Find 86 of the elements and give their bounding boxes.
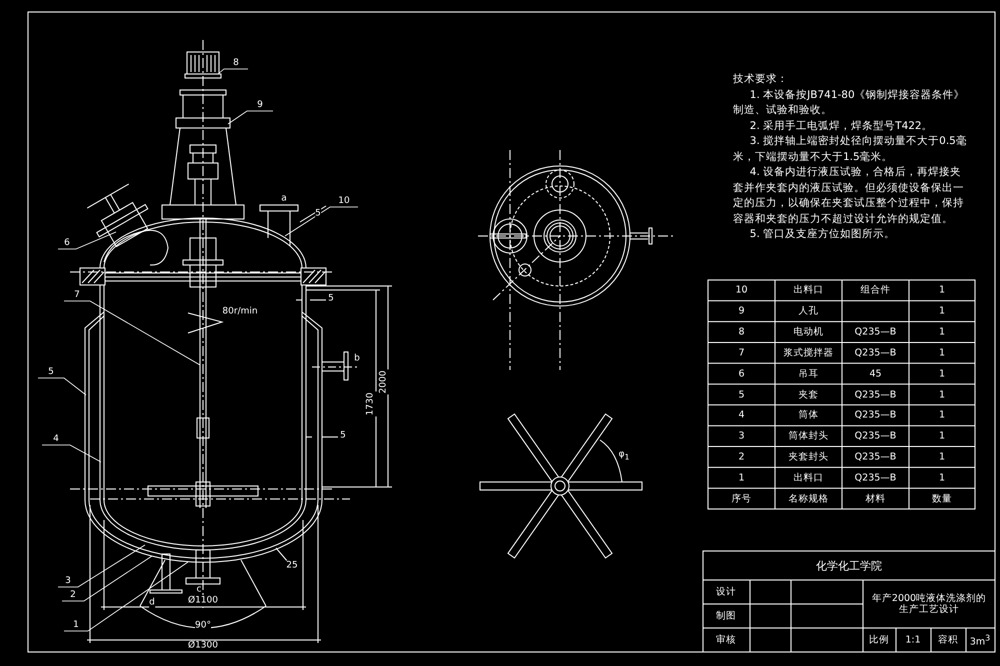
callout-number: 6 (58, 237, 76, 249)
requirement-text: 5. 管口及支座方位如图所示。 (748, 227, 896, 242)
dimension-text: 1730 (366, 392, 376, 416)
field-label: 制图 (716, 610, 736, 622)
material-text: Q235—B (854, 326, 896, 338)
part-name: 出料口 (794, 472, 824, 484)
leader-line (218, 68, 248, 74)
leader-line (228, 110, 274, 124)
speed-text: 80r/min (222, 306, 258, 318)
section-heading: 技术要求： (733, 72, 789, 87)
material-text: Q235—B (854, 451, 896, 462)
quantity-text: 1 (938, 451, 946, 462)
callout-number: 3 (58, 575, 78, 587)
quantity-text: 1 (938, 410, 946, 421)
material-text: Q235—B (854, 430, 896, 442)
institution-name: 化学化工学院 (816, 560, 882, 572)
quantity-text: 1 (938, 347, 946, 358)
quantity-text: 1 (938, 472, 946, 484)
part-name: 筒体 (798, 410, 818, 421)
angle-text: 90° (195, 620, 211, 632)
part-number: 9 (738, 306, 745, 317)
dimension-text: Ø1100 (188, 596, 218, 606)
part-name: 电动机 (794, 326, 824, 338)
dimension-text: 5 (315, 208, 321, 220)
quantity-text: 1 (938, 430, 946, 442)
requirement-text: 1. 本设备按JB741-80《钢制焊接容器条件》制造、试验和验收。 (733, 88, 966, 118)
material-text: Q235—B (854, 472, 896, 484)
callout-number: 8 (224, 57, 248, 69)
part-number: 5 (738, 389, 745, 400)
material-text: Q235—B (854, 347, 896, 358)
part-name: 夹套 (798, 389, 818, 400)
leader-line (284, 206, 358, 236)
material-text: Q235—B (854, 410, 896, 421)
part-number: 2 (738, 451, 745, 462)
part-number: 4 (738, 410, 745, 421)
part-number: 3 (738, 430, 745, 442)
part-name: 出料口 (794, 284, 824, 296)
callout-number: 9 (247, 99, 273, 111)
field-label: 比例 (869, 634, 889, 646)
quantity-text: 1 (938, 306, 946, 317)
callout-number: 2 (62, 589, 84, 601)
leader-line (64, 562, 188, 632)
requirement-text: 3. 搅拌轴上端密封处径向摆动量不大于0.5毫米，下端摆动量不大于1.5毫米。 (733, 134, 968, 164)
part-name: 浆式搅拌器 (784, 347, 834, 358)
column-header: 材料 (866, 493, 886, 504)
leader-line (58, 544, 146, 588)
requirement-text: 2. 采用手工电弧焊，焊条型号T422。 (748, 118, 934, 134)
scale-value: 1:1 (905, 634, 921, 646)
field-label: 容积 (938, 634, 958, 646)
nozzle-mark: d (149, 598, 155, 608)
leader-line (58, 232, 116, 250)
part-name: 夹套封头 (788, 451, 828, 462)
part-name: 人孔 (798, 306, 818, 317)
leader-line (62, 556, 152, 602)
leader-line (64, 300, 200, 366)
quantity-text: 1 (938, 389, 946, 400)
part-number: 8 (738, 326, 745, 338)
quantity-text: 1 (938, 326, 946, 338)
column-header: 名称规格 (788, 493, 828, 504)
part-number: 7 (738, 347, 745, 358)
dimension-text: 2000 (378, 370, 390, 394)
quantity-text: 1 (938, 284, 946, 296)
drawing-title: 年产2000吨液体洗涤剂的生产工艺设计 (870, 593, 988, 615)
material-text: 45 (869, 368, 882, 380)
leader-line (38, 378, 86, 396)
callout-number: 4 (42, 433, 70, 445)
part-name: 筒体封头 (788, 430, 828, 442)
column-header: 数量 (932, 493, 952, 504)
callout-number: 5 (38, 366, 64, 378)
quantity-text: 1 (938, 368, 946, 380)
callout-number: 1 (64, 619, 88, 631)
part-name: 吊耳 (798, 368, 818, 380)
callout-number: 7 (64, 289, 90, 301)
field-label: 设计 (716, 586, 736, 598)
material-text: 组合件 (860, 284, 890, 296)
material-text: Q235—B (854, 389, 896, 400)
leader-line (42, 444, 102, 462)
part-number: 6 (738, 368, 745, 380)
callout-number: 10 (330, 195, 358, 207)
volume-value: 3m$^{3}$ (970, 632, 990, 648)
part-number: 10 (735, 284, 748, 296)
field-label: 审核 (716, 634, 736, 646)
requirement-text: 4. 设备内进行液压试验，合格后，再焊接夹套并作夹套内的液压试验。但必须使设备保出一定的压力，以确保在夹套试压整个过程中，保持容器和夹套的压力不超过设计允许的规定值。 (733, 165, 965, 226)
angle-text: φ$_{1}$ (618, 450, 630, 462)
column-header: 序号 (732, 493, 752, 504)
part-number: 1 (738, 472, 745, 484)
